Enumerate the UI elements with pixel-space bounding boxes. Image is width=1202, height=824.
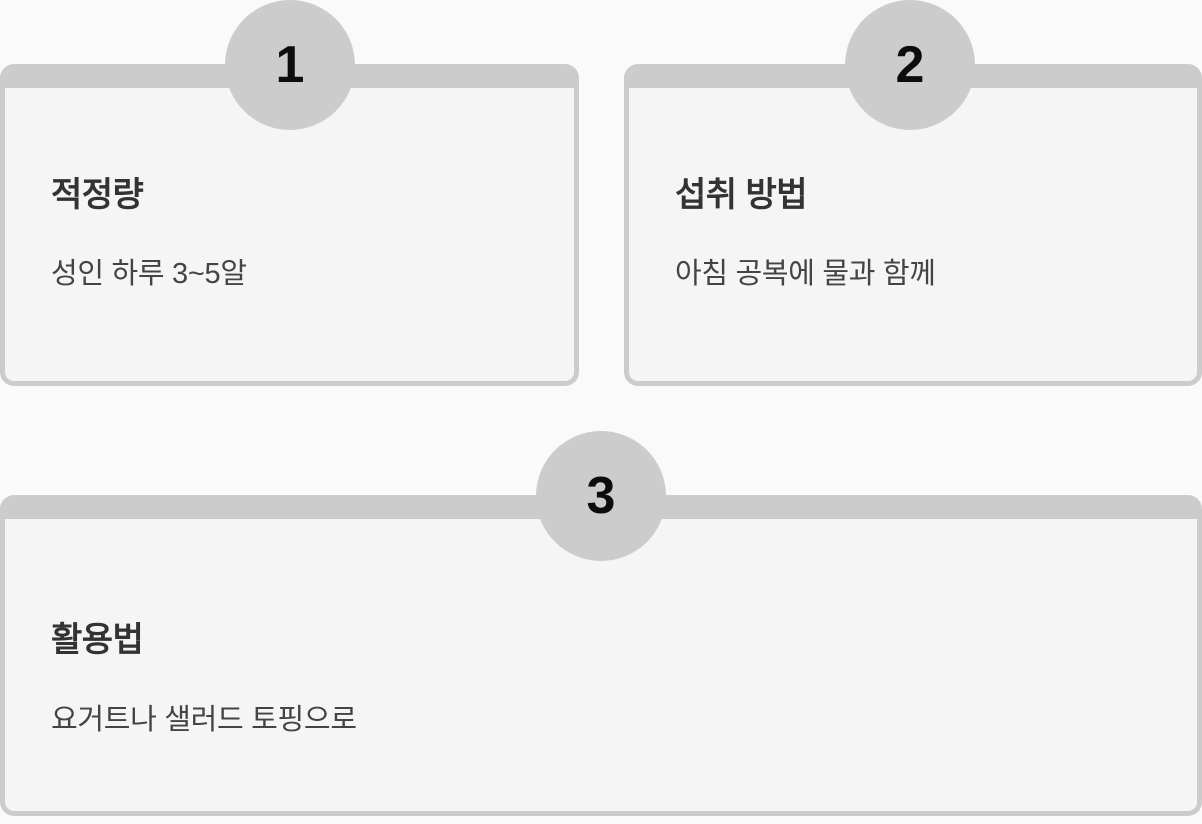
step-card-2-title: 섭취 방법 <box>675 175 808 214</box>
step-badge-1: 1 <box>225 0 355 130</box>
step-card-2-text: 아침 공복에 물과 함께 <box>675 258 936 291</box>
step-card-1-text: 성인 하루 3~5알 <box>51 258 247 291</box>
step-card-2-body: 섭취 방법 아침 공복에 물과 함께 <box>629 88 1197 381</box>
step-card-3-text: 요거트나 샐러드 토핑으로 <box>51 703 357 736</box>
step-card-1-title: 적정량 <box>51 175 144 214</box>
step-card-3-title: 활용법 <box>51 621 144 660</box>
step-card-1-body: 적정량 성인 하루 3~5알 <box>5 88 574 381</box>
step-badge-3: 3 <box>536 431 666 561</box>
step-badge-2: 2 <box>845 0 975 130</box>
step-card-3-body: 활용법 요거트나 샐러드 토핑으로 <box>5 519 1197 811</box>
